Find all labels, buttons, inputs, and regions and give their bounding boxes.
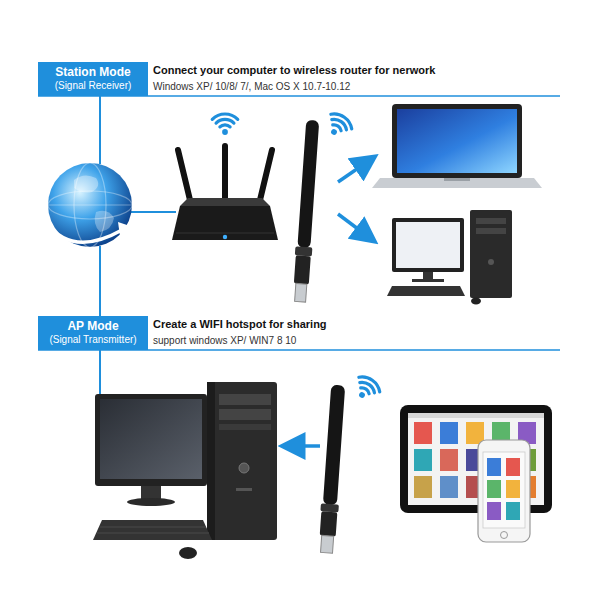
desktop-computer-part [476,218,506,224]
wireless-router-part [178,150,190,200]
tablet-and-phone-part [487,458,501,476]
wireless-router-part [260,150,272,200]
direction-arrows [288,160,370,446]
wireless-router-part [180,198,270,206]
laptop-part [392,104,522,178]
host-computer-part [95,394,207,486]
usb-wifi-adapter-part [320,503,339,512]
tablet-and-phone [400,405,552,542]
wireless-router-part [176,233,274,234]
desktop-computer-part [423,272,433,280]
tablet-and-phone-part [414,422,432,444]
wifi-signal [350,373,383,405]
internet-globe [46,163,132,247]
section-rules [38,96,560,394]
laptop [372,104,542,188]
internet-globe-part [118,222,130,236]
desktop-computer-part [476,228,506,234]
host-computer-part [219,409,271,420]
desktop-computer-part [488,259,494,265]
internet-globe-part [95,211,114,232]
internet-globe-part [46,222,122,242]
compatibility-note: support windows XP/ WIN7 8 10 [153,335,296,347]
usb-wifi-adapter [318,385,348,554]
tablet-and-phone-part [483,452,525,528]
desktop-computer-part [387,286,465,296]
host-computer-part [100,527,206,528]
usb-wifi-adapter-part [294,255,311,284]
host-computer-part [127,498,175,506]
tablet-and-phone-part [440,476,458,498]
host-computer-part [207,382,215,540]
internet-globe-part [74,175,98,192]
desktop-computer [387,210,512,305]
usb-wifi-adapter [292,120,322,303]
host-computer-part [236,488,252,491]
section-rules-part [131,211,176,213]
tablet-and-phone-part [506,480,520,498]
tablet-and-phone-part [506,502,520,520]
laptop-part [444,178,470,181]
wireless-router-part [212,114,237,135]
tablet-and-phone-part [440,422,458,444]
wireless-router-part [223,235,227,239]
direction-arrows-part [338,214,370,238]
host-computer-part [219,394,271,405]
direction-arrows-part [338,160,370,182]
mode-role: (Signal Receiver) [55,80,132,92]
host-computer-part [219,424,271,430]
host-computer-part [97,533,209,534]
usb-wifi-adapter-part [295,246,313,256]
tablet-and-phone-part [414,476,432,498]
mode-tag: Station Mode(Signal Receiver) [38,62,148,96]
mode-role: (Signal Transmitter) [49,334,136,346]
host-computer [93,382,277,559]
compatibility-note: Windows XP/ 10/8/ 7/, Mac OS X 10.7-10.1… [153,81,350,93]
desktop-computer-part [396,222,460,268]
laptop-part [397,109,517,173]
tablet-and-phone-part [487,480,501,498]
tablet-and-phone-part [440,449,458,471]
desktop-computer-part [470,210,512,298]
wifi-signal [322,110,355,142]
desktop-computer-part [412,279,444,282]
host-computer-part [100,399,202,479]
usb-wifi-adapter-part [320,511,338,536]
section-rules-part [99,350,101,394]
mode-name: AP Mode [67,320,118,334]
host-computer-part [93,520,212,540]
tablet-and-phone-part [408,413,544,418]
host-computer-part [179,547,197,559]
usb-wifi-adapter-part [321,535,334,553]
tablet-and-phone-part [414,449,432,471]
host-computer-part [239,463,249,473]
desktop-computer-part [471,298,481,305]
usb-wifi-adapter-part [297,120,319,249]
section-heading: Connect your computer to wireless router… [153,64,435,77]
tablet-and-phone-part [478,440,530,542]
direction-arrows-part [288,444,320,448]
tablet-and-phone-part [506,458,520,476]
section-rules-part [99,96,101,164]
internet-globe-part [48,191,132,219]
tablet-and-phone-part [466,422,484,444]
desktop-computer-part [392,218,464,272]
section-heading: Create a WIFI hotspot for sharing [153,318,327,331]
wireless-router [172,114,278,240]
usb-wifi-adapter-part [295,283,307,302]
internet-globe-part [48,204,132,205]
tablet-and-phone-part [501,532,508,539]
wireless-router-part [172,206,278,240]
host-computer-part [141,486,161,500]
usb-wifi-adapter-part [323,385,345,506]
mode-tag: AP Mode(Signal Transmitter) [38,316,148,350]
tablet-and-phone-part [487,502,501,520]
laptop-part [372,178,542,188]
mode-name: Station Mode [55,66,130,80]
host-computer-part [207,382,277,540]
section-rules-part [99,246,101,316]
wireless-router-part [222,146,228,198]
